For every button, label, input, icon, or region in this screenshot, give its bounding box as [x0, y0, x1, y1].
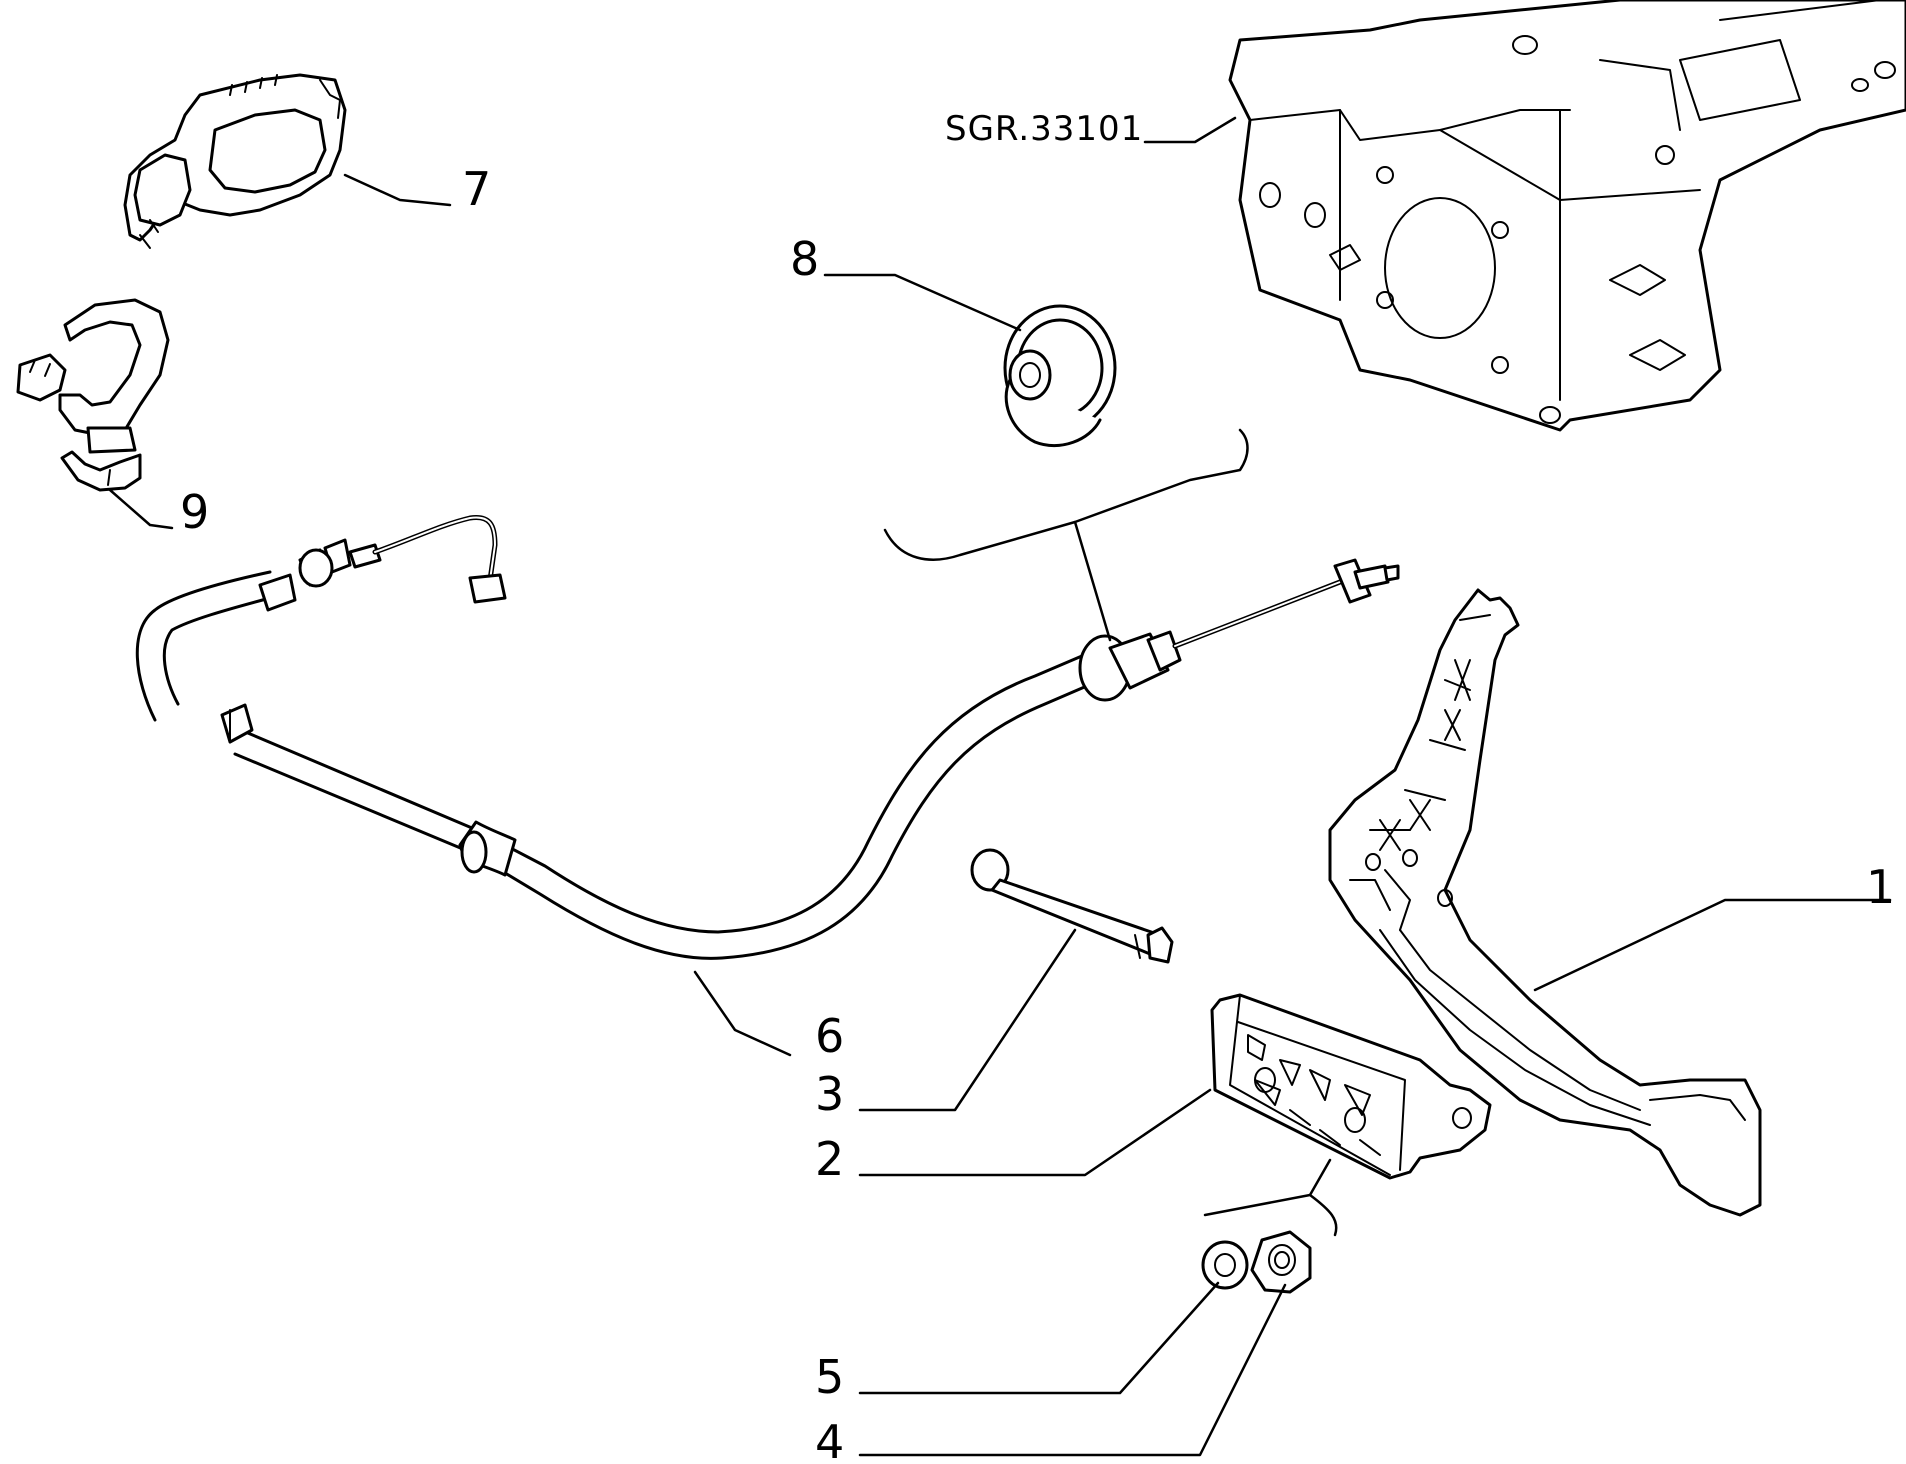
reference-label: SGR.33101 — [945, 109, 1143, 149]
grommet-8 — [1003, 304, 1117, 447]
pivot-pin-3 — [970, 848, 1174, 964]
leader-9 — [108, 488, 174, 530]
accelerator-cable-6 — [135, 514, 1400, 960]
leader-3 — [858, 928, 1077, 1112]
leader-4 — [858, 1283, 1287, 1457]
leader-ref — [1143, 116, 1237, 144]
leader-2 — [858, 1088, 1212, 1177]
callout-2: 2 — [815, 1132, 844, 1186]
callout-8: 8 — [790, 232, 819, 286]
callout-3: 3 — [815, 1067, 844, 1121]
cable-clip-9 — [16, 298, 170, 492]
leader-6 — [693, 970, 792, 1057]
cable-clip-7 — [123, 73, 347, 249]
pedal-bracket-assembly — [1228, 0, 1906, 432]
leader-7 — [343, 173, 452, 207]
callout-6: 6 — [815, 1009, 844, 1063]
leader-5 — [858, 1281, 1220, 1395]
callout-7: 7 — [462, 162, 491, 216]
callout-5: 5 — [815, 1350, 844, 1404]
pedal-pad-2 — [1210, 993, 1492, 1180]
accelerator-pedal-lever-1 — [1328, 588, 1762, 1217]
leader-1 — [1533, 898, 1892, 992]
callout-1: 1 — [1866, 860, 1895, 914]
callout-4: 4 — [815, 1415, 844, 1464]
washer-5 — [1201, 1240, 1249, 1290]
leader-lines — [108, 116, 1892, 1457]
callout-9: 9 — [180, 485, 209, 539]
assembly-brackets — [883, 428, 1338, 1237]
nut-4 — [1250, 1230, 1312, 1294]
leader-8 — [823, 273, 1022, 332]
